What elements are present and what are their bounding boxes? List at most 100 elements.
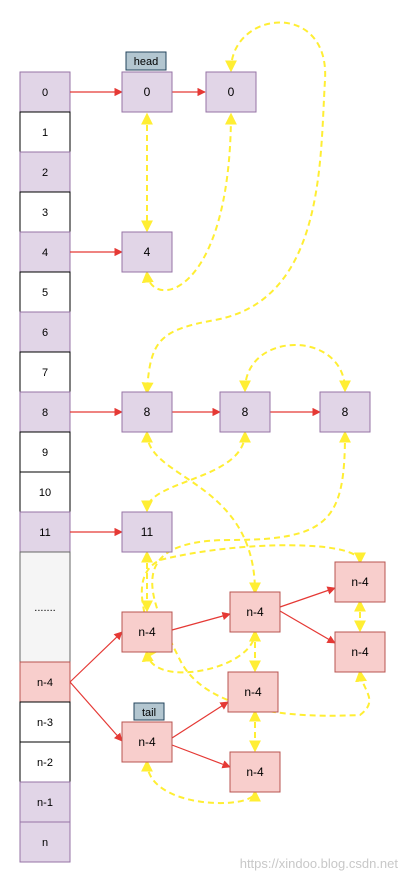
dlink-node8b-node8c bbox=[239, 344, 351, 393]
tail-label: tail bbox=[142, 707, 156, 719]
bucket-array: 0 1 2 3 4 5 6 7 8 9 10 11....... n-4 n-3 n-2 n-1 n bbox=[19, 71, 71, 863]
bucket-index-label: 7 bbox=[42, 367, 48, 379]
entry-node-label: n-4 bbox=[138, 625, 156, 639]
bucket-cell-box bbox=[19, 351, 71, 393]
bucket-index-label: n-4 bbox=[37, 677, 53, 689]
bucket-index-label: 3 bbox=[42, 207, 48, 219]
tail-tag: tail bbox=[133, 702, 165, 721]
bucket-cell-box bbox=[19, 431, 71, 473]
entry-node-label: 0 bbox=[228, 85, 235, 99]
entry-node-n0b: 0 bbox=[205, 71, 257, 113]
bucket-index-label: 10 bbox=[39, 487, 51, 499]
entry-node-box bbox=[121, 391, 173, 433]
bucket-index-label: 5 bbox=[42, 287, 48, 299]
bucket-cell: 5 bbox=[19, 271, 71, 313]
bucket-cell: 7 bbox=[19, 351, 71, 393]
entry-node-label: 8 bbox=[242, 405, 249, 419]
entry-node-box bbox=[121, 511, 173, 553]
bucket-cell: n-3 bbox=[19, 701, 71, 743]
bucket-index-label: n-1 bbox=[37, 797, 53, 809]
bucket-cell: 0 bbox=[19, 71, 71, 113]
bucket-index-label: ....... bbox=[34, 602, 55, 614]
entry-node-box bbox=[205, 71, 257, 113]
dlink-node0b-wrap bbox=[141, 21, 327, 395]
bucket-cell: ....... bbox=[19, 551, 71, 663]
bucket-cell: n bbox=[19, 821, 71, 863]
arrow-bucketn4-to-p5 bbox=[69, 681, 123, 742]
bucket-cell-box bbox=[19, 111, 71, 153]
entry-node-label: 0 bbox=[144, 85, 151, 99]
entry-node-n8b: 8 bbox=[219, 391, 271, 433]
bucket-index-label: 9 bbox=[42, 447, 48, 459]
bucket-cell: 1 bbox=[19, 111, 71, 153]
entry-node-box bbox=[334, 631, 386, 673]
entry-node-label: 4 bbox=[144, 245, 151, 259]
arrow-p2-to-p4 bbox=[279, 610, 336, 644]
entry-node-label: 8 bbox=[342, 405, 349, 419]
pointer-tags: head tail bbox=[125, 51, 167, 721]
bucket-cell: 4 bbox=[19, 231, 71, 273]
entry-node-box bbox=[334, 561, 386, 603]
entry-node-p6: n-4 bbox=[227, 671, 279, 713]
entry-node-label: n-4 bbox=[138, 735, 156, 749]
entry-node-label: 8 bbox=[144, 405, 151, 419]
bucket-index-label: 8 bbox=[42, 407, 48, 419]
arrow-p5-to-p6 bbox=[171, 701, 229, 739]
dlink-node8b-node11 bbox=[141, 430, 251, 513]
entry-node-label: n-4 bbox=[244, 685, 262, 699]
bucket-cell: 6 bbox=[19, 311, 71, 353]
bucket-index-label: n bbox=[42, 837, 48, 849]
entry-node-box bbox=[227, 671, 279, 713]
bucket-index-label: 6 bbox=[42, 327, 48, 339]
arrow-bucketn4-to-p1 bbox=[69, 631, 123, 683]
head-label: head bbox=[134, 56, 158, 68]
entry-node-p3: n-4 bbox=[334, 561, 386, 603]
entry-node-label: n-4 bbox=[246, 605, 264, 619]
bucket-cell-box bbox=[19, 271, 71, 313]
entry-node-label: n-4 bbox=[246, 765, 264, 779]
bucket-cell-box bbox=[19, 71, 71, 113]
entry-node-label: n-4 bbox=[351, 645, 369, 659]
bucket-cell: n-1 bbox=[19, 781, 71, 823]
bucket-cell: n-2 bbox=[19, 741, 71, 783]
bucket-cell: 2 bbox=[19, 151, 71, 193]
bucket-pointer-arrows bbox=[69, 87, 336, 769]
bucket-index-label: n-3 bbox=[37, 717, 53, 729]
entry-node-n4: 4 bbox=[121, 231, 173, 273]
arrow-p5-to-p7 bbox=[171, 744, 231, 769]
bucket-cell: 9 bbox=[19, 431, 71, 473]
dlink-p5-p7 bbox=[141, 759, 261, 805]
bucket-cell: 11 bbox=[19, 511, 71, 553]
entry-node-p7: n-4 bbox=[229, 751, 281, 793]
bucket-cell: 3 bbox=[19, 191, 71, 233]
bucket-cell-box bbox=[19, 471, 71, 513]
entry-node-box bbox=[319, 391, 371, 433]
entry-node-n0a: 0 bbox=[121, 71, 173, 113]
bucket-cell-box bbox=[19, 741, 71, 783]
bucket-index-label: 0 bbox=[42, 87, 48, 99]
arrow-p2-to-p3 bbox=[279, 586, 336, 608]
entry-node-label: 11 bbox=[141, 525, 154, 539]
head-tag: head bbox=[125, 51, 167, 71]
entry-node-box bbox=[121, 721, 173, 763]
entry-nodes: 0 0 4 8 8 8 11 n-4 n-4 n-4 n-4 n-4 n-4 n-4 bbox=[121, 71, 386, 793]
entry-node-box bbox=[219, 391, 271, 433]
bucket-cell-box bbox=[19, 511, 71, 553]
bucket-cell-box bbox=[19, 191, 71, 233]
bucket-index-label: 4 bbox=[42, 247, 48, 259]
bucket-cell: 10 bbox=[19, 471, 71, 513]
bucket-cell-box bbox=[19, 781, 71, 823]
entry-node-box bbox=[229, 591, 281, 633]
bucket-index-label: 1 bbox=[42, 127, 48, 139]
entry-node-n8c: 8 bbox=[319, 391, 371, 433]
entry-node-label: n-4 bbox=[351, 575, 369, 589]
arrow-p1-to-p2 bbox=[171, 611, 231, 631]
bucket-index-label: n-2 bbox=[37, 757, 53, 769]
dlink-node4-node0b bbox=[141, 112, 237, 292]
bucket-index-label: 11 bbox=[39, 527, 50, 539]
entry-node-box bbox=[121, 611, 173, 653]
entry-node-p1: n-4 bbox=[121, 611, 173, 653]
watermark: https://xindoo.blog.csdn.net bbox=[240, 856, 399, 871]
bucket-cell: 8 bbox=[19, 391, 71, 433]
